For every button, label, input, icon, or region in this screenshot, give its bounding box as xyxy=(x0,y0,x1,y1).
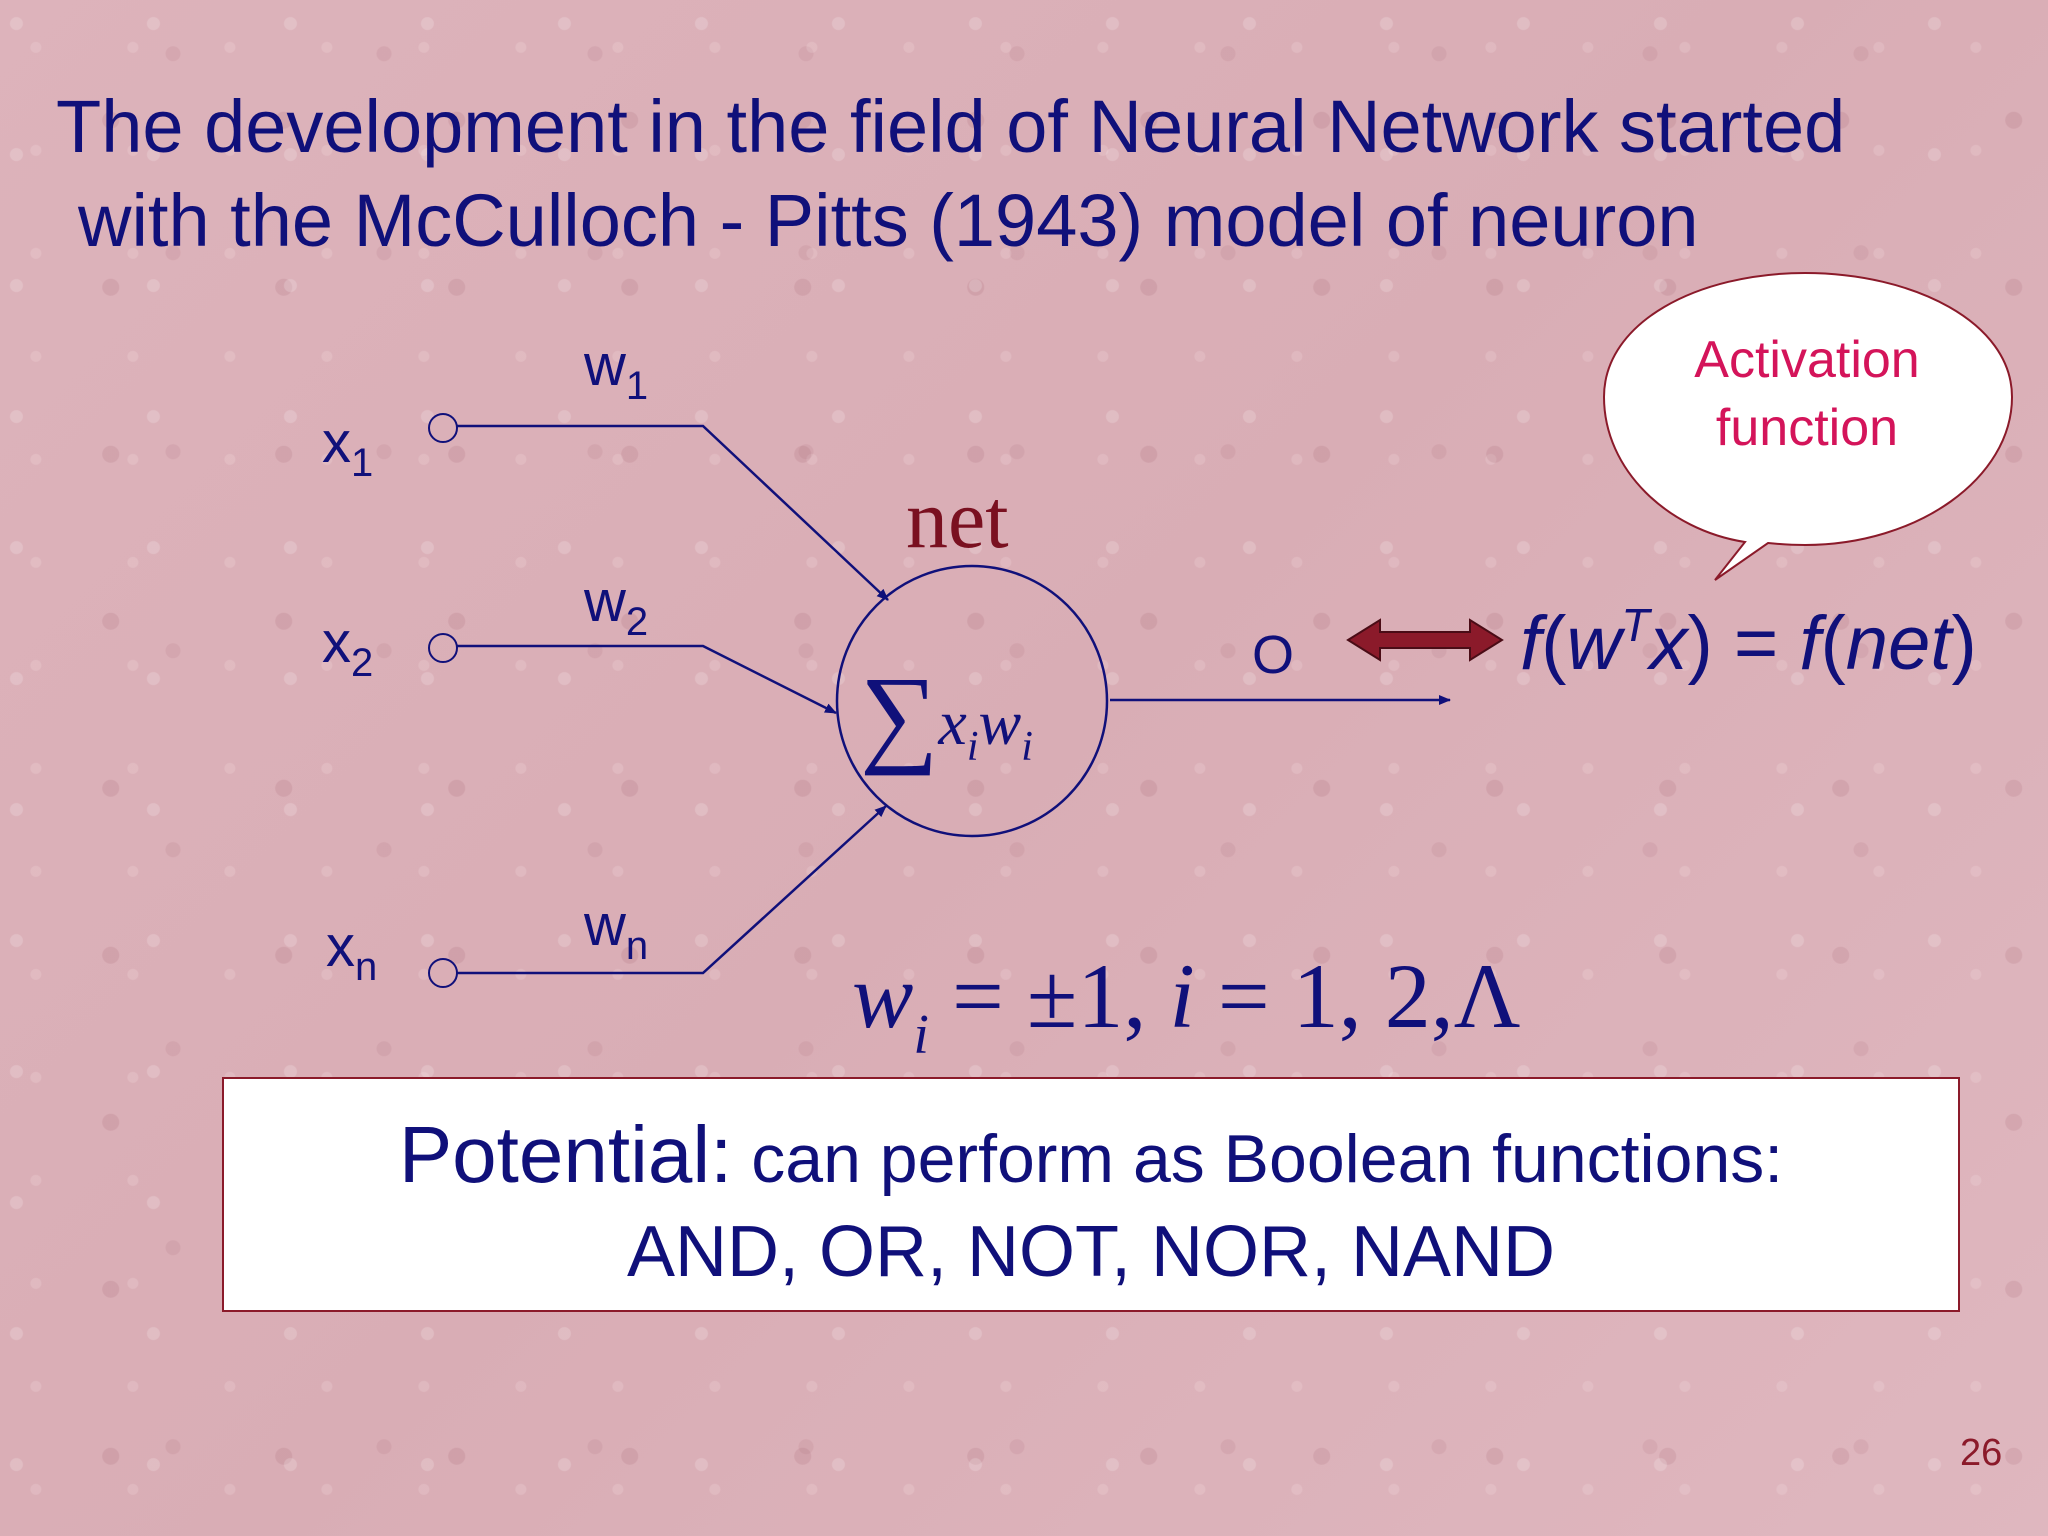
double-arrow xyxy=(1346,618,1504,662)
weight-label-wn: wn xyxy=(584,893,649,968)
slide-title: The development in the field of Neural N… xyxy=(56,80,2016,268)
input-node-x2 xyxy=(428,633,458,663)
input-label-xn: xn xyxy=(326,914,378,989)
boolean-functions-list: AND, OR, NOT, NOR, NAND xyxy=(626,1212,1556,1292)
potential-description: can perform as Boolean functions: xyxy=(732,1121,1784,1197)
net-label: net xyxy=(906,473,1009,566)
sigma-symbol: ∑ xyxy=(860,654,939,776)
input-node-x1 xyxy=(428,413,458,443)
title-line-2: with the McCulloch - Pitts (1943) model … xyxy=(78,179,1699,262)
connection-x1 xyxy=(457,424,889,601)
input-node-xn xyxy=(428,958,458,988)
summation-expression: ∑xiwi xyxy=(860,654,1033,776)
connection-x2 xyxy=(457,644,837,715)
potential-box: Potential: can perform as Boolean functi… xyxy=(222,1077,1960,1312)
callout-text: Activation function xyxy=(1694,331,1920,457)
input-label-x1: x1 xyxy=(322,410,374,485)
neuron-circle xyxy=(835,564,1109,838)
weight-label-w1: w1 xyxy=(584,333,649,408)
connection-xn xyxy=(457,805,887,975)
page-number: 26 xyxy=(1960,1432,2003,1474)
weights-equation: wi = ±1, i = 1, 2,Λ xyxy=(852,945,1521,1066)
activation-formula: f(wTx) = f(net) xyxy=(1520,599,1977,686)
potential-heading: Potential: xyxy=(398,1110,733,1199)
weight-label-w2: w2 xyxy=(584,569,649,644)
title-line-1: The development in the field of Neural N… xyxy=(56,85,1846,168)
output-label: O xyxy=(1252,625,1295,685)
input-label-x2: x2 xyxy=(322,610,374,685)
callout-bubble xyxy=(1602,271,2014,581)
